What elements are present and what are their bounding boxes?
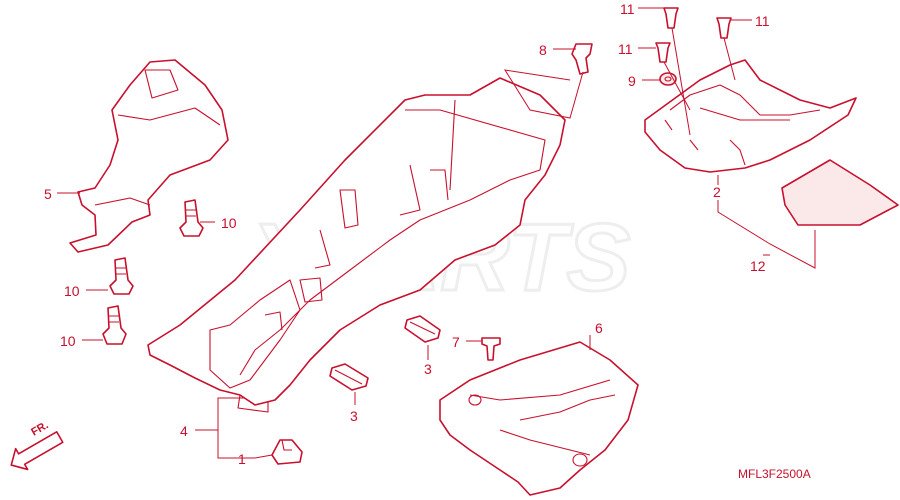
part-12-sheet[interactable]: [781, 159, 899, 226]
part-11-screw-top[interactable]: [663, 7, 679, 29]
callout-10-upper[interactable]: 10: [221, 215, 237, 231]
callout-2[interactable]: 2: [713, 184, 721, 200]
callout-6[interactable]: 6: [595, 320, 603, 336]
leader-lines: [57, 7, 816, 459]
part-7-bolt[interactable]: [481, 337, 501, 361]
front-direction-arrow: FR.: [10, 419, 64, 471]
part-3-upper-rubber-pad[interactable]: [404, 315, 441, 343]
part-3-lower-rubber-pad[interactable]: [329, 363, 369, 391]
part-1-clip-nut[interactable]: [271, 439, 303, 465]
arrow-icon: [10, 431, 64, 471]
callout-10-middle[interactable]: 10: [64, 283, 80, 299]
callout-10-lower[interactable]: 10: [60, 333, 76, 349]
part-4-rear-fender[interactable]: [147, 77, 566, 413]
part-11-screw-right[interactable]: [716, 17, 732, 39]
part-11-screw-middle[interactable]: [655, 42, 671, 63]
callout-5[interactable]: 5: [44, 186, 52, 202]
callout-7[interactable]: 7: [452, 334, 460, 350]
part-10-rivet-lower[interactable]: [102, 305, 127, 345]
callout-3-upper[interactable]: 3: [424, 361, 432, 377]
callout-11-middle[interactable]: 11: [618, 41, 633, 57]
callout-9[interactable]: 9: [628, 73, 636, 89]
callout-3-lower[interactable]: 3: [350, 408, 358, 424]
callout-8[interactable]: 8: [539, 42, 547, 58]
part-10-rivet-upper[interactable]: [179, 199, 204, 237]
callout-4[interactable]: 4: [180, 423, 188, 439]
part-2-tail-cover[interactable]: [644, 59, 857, 173]
callout-12[interactable]: 12: [750, 258, 766, 274]
part-5-side-cover[interactable]: [69, 59, 229, 253]
part-8-grommet[interactable]: [571, 43, 593, 75]
part-10-rivet-middle[interactable]: [109, 257, 134, 295]
diagram-code: MFL3F2500A: [738, 467, 811, 481]
callout-labels: 5 10 10 10 4 1 3 3 7 6 8 9 11 11 11 2 12: [44, 1, 770, 467]
callout-1[interactable]: 1: [238, 451, 246, 467]
callout-11-right[interactable]: 11: [755, 13, 770, 29]
part-6-hugger[interactable]: [439, 341, 639, 496]
direction-label: FR.: [29, 419, 50, 438]
callout-11-top[interactable]: 11: [620, 1, 635, 17]
